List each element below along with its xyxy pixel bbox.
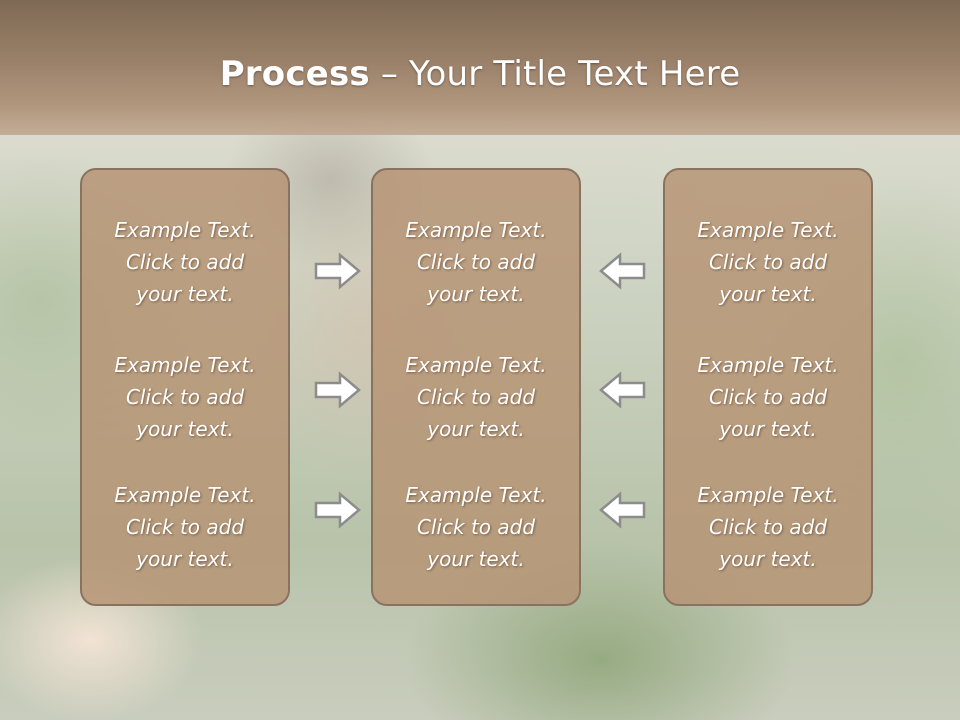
- arrow-left-icon: [599, 371, 646, 409]
- text-placeholder[interactable]: Example Text. Click to add your text.: [697, 353, 839, 441]
- text-placeholder[interactable]: Example Text. Click to add your text.: [697, 483, 839, 571]
- title-band: [0, 0, 960, 135]
- arrow-left-icon: [599, 491, 646, 529]
- text-placeholder[interactable]: Example Text. Click to add your text.: [114, 218, 256, 306]
- process-box-center[interactable]: Example Text. Click to add your text. Ex…: [371, 168, 581, 606]
- title-rest: – Your Title Text Here: [369, 54, 741, 94]
- arrow-right-icon: [314, 252, 361, 290]
- process-box-right[interactable]: Example Text. Click to add your text. Ex…: [663, 168, 873, 606]
- text-placeholder[interactable]: Example Text. Click to add your text.: [405, 483, 547, 571]
- slide-title[interactable]: Process – Your Title Text Here: [0, 54, 960, 94]
- text-placeholder[interactable]: Example Text. Click to add your text.: [114, 483, 256, 571]
- arrow-left-icon: [599, 252, 646, 290]
- text-placeholder[interactable]: Example Text. Click to add your text.: [405, 353, 547, 441]
- process-box-left[interactable]: Example Text. Click to add your text. Ex…: [80, 168, 290, 606]
- title-bold: Process: [219, 54, 370, 94]
- arrow-right-icon: [314, 371, 361, 409]
- text-placeholder[interactable]: Example Text. Click to add your text.: [114, 353, 256, 441]
- text-placeholder[interactable]: Example Text. Click to add your text.: [697, 218, 839, 306]
- arrow-right-icon: [314, 491, 361, 529]
- text-placeholder[interactable]: Example Text. Click to add your text.: [405, 218, 547, 306]
